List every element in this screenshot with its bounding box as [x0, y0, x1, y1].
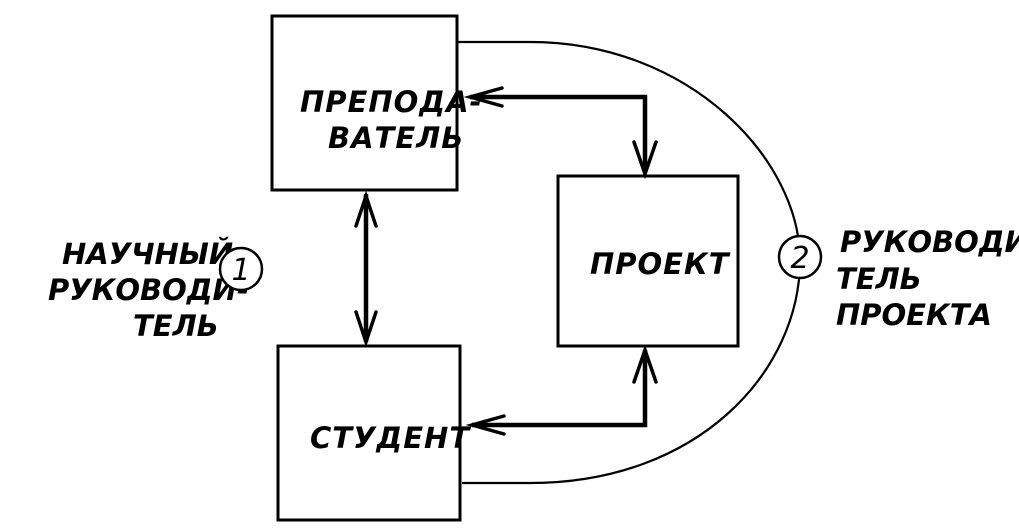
role-1-label-line-1: НАУЧНЫЙ	[62, 237, 233, 271]
teacher-project-arrow	[463, 86, 658, 180]
role-1-label-line-3: ТЕЛЬ	[133, 309, 219, 343]
role-1-number: 1	[231, 253, 250, 288]
node-student-label: СТУДЕНТ	[310, 421, 471, 455]
node-student: СТУДЕНТ	[276, 344, 471, 522]
role-2-number: 2	[790, 241, 809, 276]
role-2-label-line-2: ТЕЛЬ	[836, 262, 922, 296]
node-project-label: ПРОЕКТ	[590, 247, 731, 281]
role-2-number-circle	[777, 234, 823, 280]
node-teacher: ПРЕПОДА- ВАТЕЛЬ	[270, 14, 483, 192]
role-1-label-line-2: РУКОВОДИ-	[48, 273, 249, 307]
project-student-arrow	[465, 344, 658, 436]
teacher-student-arrow	[354, 190, 378, 348]
role-project-manager: 2 РУКОВОДИ- ТЕЛЬ ПРОЕКТА	[777, 225, 1019, 332]
role-2-label-line-1: РУКОВОДИ-	[840, 225, 1019, 259]
node-teacher-label-line-1: ПРЕПОДА-	[300, 85, 483, 119]
role-2-label-line-3: ПРОЕКТА	[836, 298, 992, 332]
node-teacher-label-line-2: ВАТЕЛЬ	[328, 121, 464, 155]
role-1-number-circle	[218, 246, 264, 292]
node-project: ПРОЕКТ	[556, 174, 740, 348]
role-scientific-advisor: НАУЧНЫЙ РУКОВОДИ- ТЕЛЬ 1	[48, 237, 264, 343]
